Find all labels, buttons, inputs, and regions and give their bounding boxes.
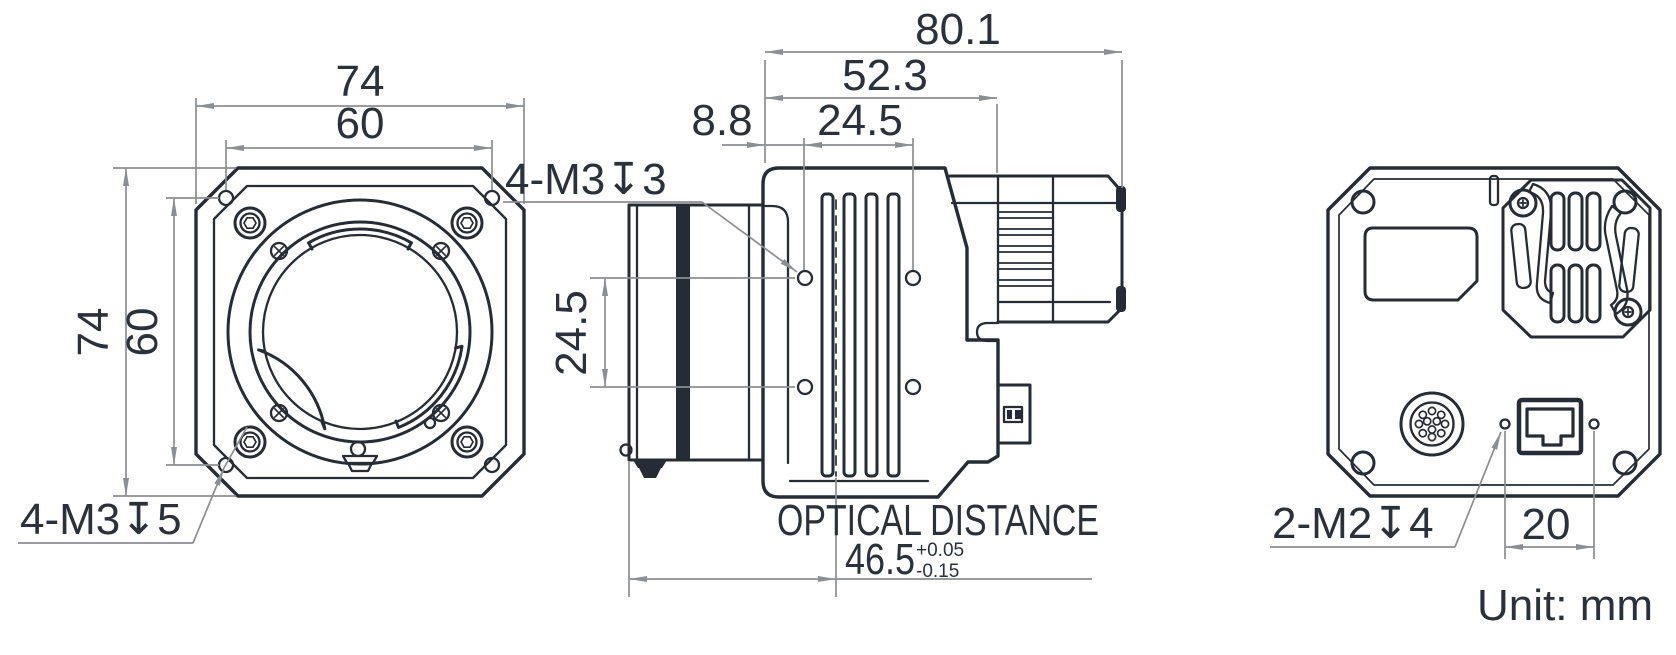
bayonet-screws bbox=[269, 241, 451, 423]
vent-bracket-right bbox=[1603, 204, 1629, 316]
rear-thread-callout: 2-M2↧4 bbox=[1270, 431, 1502, 548]
connector-pins bbox=[1414, 406, 1450, 442]
lens-mount-rings bbox=[226, 198, 494, 466]
top-slot bbox=[1488, 174, 1500, 207]
rear-outer-octagon bbox=[1326, 166, 1662, 498]
power-io-connector bbox=[1399, 391, 1465, 457]
dim-60-left: 60 bbox=[118, 308, 167, 357]
release-pin-hole bbox=[349, 440, 367, 458]
optical-distance-dim: OPTICAL DISTANCE 46.5 +0.05 -0.15 bbox=[628, 462, 1099, 597]
cooling-fins-side bbox=[820, 192, 901, 478]
vent-bracket-left bbox=[1527, 182, 1555, 305]
front-thread-label: 4-M3↧5 bbox=[20, 495, 182, 544]
front-view: 74 60 74 60 4-M3↧5 bbox=[18, 57, 526, 544]
dim-60-top: 60 bbox=[336, 99, 385, 148]
front-dim-height-outer: 74 bbox=[69, 167, 236, 497]
ethernet-port bbox=[1516, 397, 1584, 456]
optical-distance-label: OPTICAL DISTANCE bbox=[777, 496, 1099, 545]
front-thread-callout: 4-M3↧5 bbox=[18, 426, 248, 544]
dim-24-5-top: 24.5 bbox=[817, 96, 903, 145]
aux-connector-side bbox=[996, 383, 1032, 445]
dim-80-1: 80.1 bbox=[915, 5, 1001, 54]
release-knob-front bbox=[341, 454, 379, 473]
side-dim-hole-spacing-vertical: 24.5 bbox=[547, 277, 795, 388]
side-thread-label: 4-M3↧3 bbox=[505, 155, 667, 204]
optical-distance-tol-upper: +0.05 bbox=[916, 540, 964, 561]
side-m3-holes bbox=[796, 269, 922, 396]
unit-note: Unit: mm bbox=[1477, 581, 1653, 630]
optical-distance-tol-lower: -0.15 bbox=[916, 561, 959, 582]
front-dim-width-outer: 74 bbox=[195, 57, 525, 204]
front-plate-edge bbox=[762, 204, 790, 465]
dim-8-8: 8.8 bbox=[691, 96, 752, 145]
dim-74-left: 74 bbox=[69, 308, 118, 357]
vent-area bbox=[1501, 178, 1652, 339]
rear-m2-holes bbox=[1499, 418, 1600, 430]
rear-hook bbox=[975, 321, 1000, 343]
lens-mount-side bbox=[619, 203, 765, 478]
release-knob-side bbox=[633, 460, 667, 478]
side-view: 80.1 52.3 8.8 24.5 24.5 4-M3↧3 bbox=[503, 5, 1126, 597]
rear-inner-octagon bbox=[1338, 178, 1650, 486]
dim-74-top: 74 bbox=[336, 57, 385, 106]
rear-thread-label: 2-M2↧4 bbox=[1272, 499, 1434, 548]
block-fins bbox=[997, 211, 1054, 287]
rear-view: 20 2-M2↧4 bbox=[1270, 166, 1662, 559]
side-dim-hole-offset: 8.8 24.5 bbox=[691, 96, 914, 270]
dim-20: 20 bbox=[1522, 500, 1571, 549]
rear-dim-hole-spacing: 20 bbox=[1504, 431, 1595, 559]
side-thread-callout: 4-M3↧3 bbox=[503, 155, 798, 273]
optical-distance-value: 46.5 bbox=[845, 535, 915, 584]
side-dim-body: 52.3 bbox=[765, 51, 998, 173]
dim-24-5-side: 24.5 bbox=[547, 290, 596, 376]
front-dim-height-holes: 60 bbox=[118, 197, 219, 466]
locating-pin-hole bbox=[423, 416, 437, 430]
side-dim-overall: 80.1 bbox=[764, 5, 1123, 188]
label-plate bbox=[1363, 226, 1479, 302]
body-silhouette bbox=[761, 166, 1000, 499]
dim-52-3: 52.3 bbox=[842, 51, 928, 100]
rear-connector-block bbox=[948, 174, 1126, 324]
front-dim-width-holes: 60 bbox=[225, 99, 493, 190]
rear-corner-holes bbox=[1350, 189, 1638, 476]
front-outer-octagon bbox=[194, 166, 526, 498]
vent-slats bbox=[1549, 191, 1602, 324]
